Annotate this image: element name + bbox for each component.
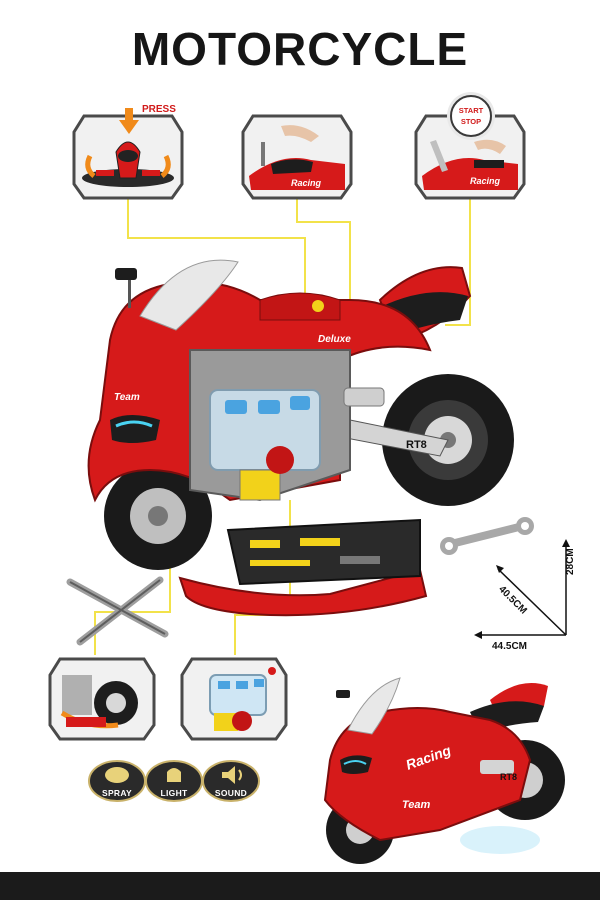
callout-press-transform <box>72 112 184 202</box>
callout-engine-light <box>180 655 288 743</box>
decal-brand: Deluxe <box>318 334 351 345</box>
footer-bar <box>0 872 600 900</box>
svg-text:Racing: Racing <box>470 176 501 186</box>
feature-sound: SOUND <box>202 760 260 802</box>
feature-sound-label: SOUND <box>214 788 248 798</box>
callout-spray-detail <box>48 655 156 743</box>
press-label: PRESS <box>142 104 176 115</box>
svg-text:Racing: Racing <box>291 178 322 188</box>
start-stop-button-icon: START STOP <box>450 95 492 137</box>
feature-spray-label: SPRAY <box>101 788 132 798</box>
side-decal-model: RT8 <box>500 772 517 782</box>
page-title: MOTORCYCLE <box>131 23 469 75</box>
feature-spray: SPRAY <box>88 760 146 802</box>
callout-open-tank: Racing <box>241 112 353 202</box>
callout-start-stop: Racing <box>414 112 526 202</box>
cross-wrench-icon <box>66 576 169 646</box>
decal-model: RT8 <box>406 439 427 451</box>
spanner-icon <box>440 517 534 555</box>
dimension-width: 44.5CM <box>492 641 528 652</box>
feature-light-label: LIGHT <box>160 788 188 798</box>
start-label: START <box>458 106 484 115</box>
dimension-arrows <box>474 539 570 639</box>
decal-team: Team <box>114 392 140 403</box>
press-arrow-icon <box>119 108 139 134</box>
side-decal-team: Team <box>402 799 431 811</box>
stop-label: STOP <box>460 117 482 126</box>
